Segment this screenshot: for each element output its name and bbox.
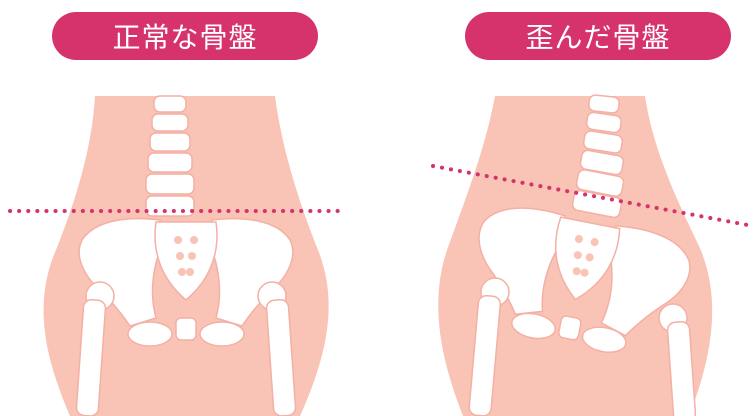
label-normal-pelvis: 正常な骨盤: [52, 12, 318, 60]
distorted-pelvis-illustration: [377, 0, 753, 416]
label-distorted-pelvis: 歪んだ骨盤: [465, 12, 731, 60]
panel-distorted-pelvis: 歪んだ骨盤: [377, 0, 753, 416]
normal-pelvis-illustration: [0, 0, 376, 416]
panel-normal-pelvis: 正常な骨盤: [0, 0, 376, 416]
